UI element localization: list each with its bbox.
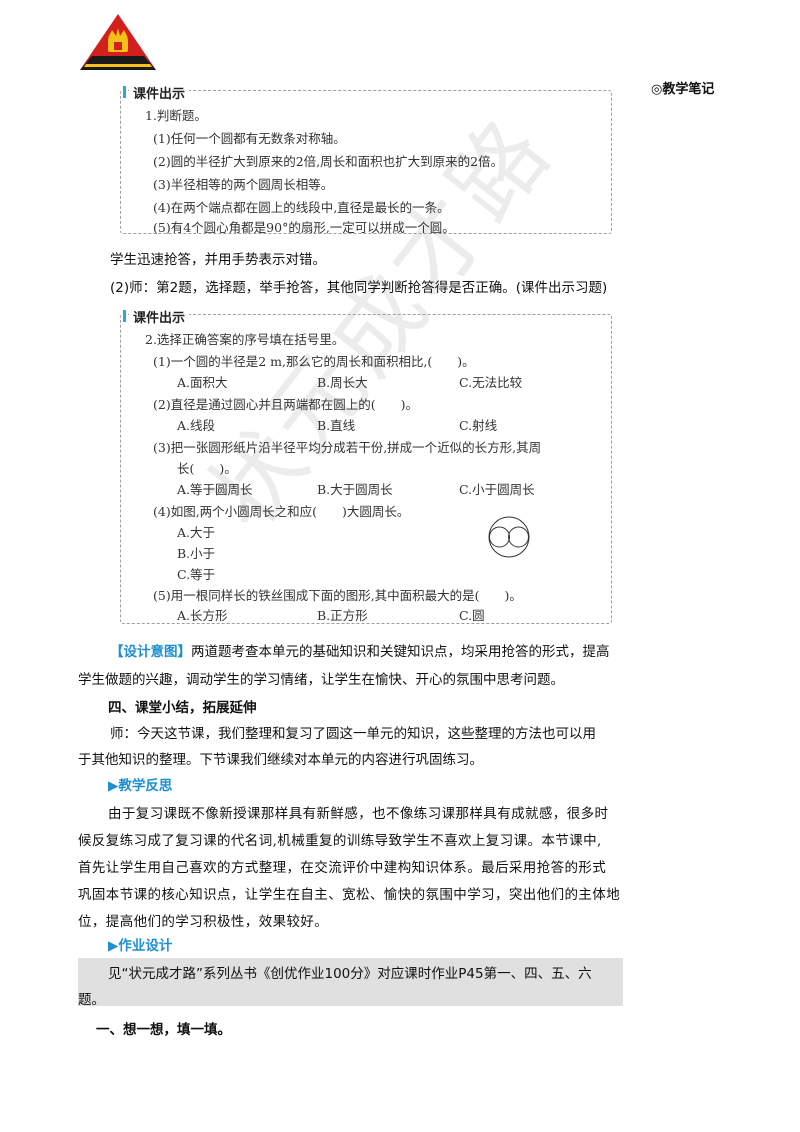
homework-text: 见“状元成才路”系列丛书《创优作业100分》对应课时作业P45第一、四、五、六 (108, 966, 592, 982)
question-item: (3)半径相等的两个圆周长相等。 (153, 177, 334, 192)
paragraph: (2)师：第2题，选择题，举手抢答，其他同学判断抢答得是否正确。(课件出示习题) (110, 280, 608, 296)
option: C.无法比较 (459, 375, 523, 390)
circles-figure (488, 516, 530, 558)
paragraph: 于其他知识的整理。下节课我们继续对本单元的内容进行巩固练习。 (78, 752, 483, 768)
reflection-line: 巩固本节课的核心知识点，让学生在自主、宽松、愉快的氛围中学习，突出他们的主体地 (78, 887, 621, 903)
courseware-tag: 课件出示 (122, 83, 190, 102)
option: A.长方形 (177, 608, 228, 623)
question-item: (5)用一根同样长的铁丝围成下面的图形,其中面积最大的是( )。 (153, 588, 522, 603)
question-item: (3)把一张圆形纸片沿半径平均分成若干份,拼成一个近似的长方形,其周 (153, 440, 542, 455)
option: B.正方形 (317, 608, 368, 623)
question-item: (1)任何一个圆都有无数条对称轴。 (153, 131, 346, 146)
question-item: (4)在两个端点都在圆上的线段中,直径是最长的一条。 (153, 200, 450, 215)
design-intent: 【设计意图】两道题考查本单元的基础知识和关键知识点，均采用抢答的形式，提高 (110, 640, 610, 660)
option: C.射线 (459, 418, 498, 433)
option: C.圆 (459, 608, 485, 623)
question-item: (2)圆的半径扩大到原来的2倍,周长和面积也扩大到原来的2倍。 (153, 154, 504, 169)
homework-highlight (78, 958, 623, 1006)
question-title: 2.选择正确答案的序号填在括号里。 (145, 332, 345, 347)
question-item: (2)直径是通过圆心并且两端都在圆上的( )。 (153, 397, 418, 412)
question-item: (5)有4个圆心角都是90°的扇形,一定可以拼成一个圆。 (153, 220, 455, 235)
exercise-heading: 一、想一想，填一填。 (96, 1022, 231, 1038)
option: A.面积大 (177, 375, 228, 390)
option: B.大于圆周长 (317, 482, 393, 497)
option: B.周长大 (317, 375, 368, 390)
courseware-box-2: 课件出示 2.选择正确答案的序号填在括号里。 (1)一个圆的半径是2 m,那么它… (120, 307, 612, 624)
homework-title: ▶作业设计 (108, 938, 173, 954)
paragraph: 学生做题的兴趣，调动学生的学习情绪，让学生在愉快、开心的氛围中思考问题。 (78, 672, 564, 688)
reflection-line: 位，提高他们的学习积极性，效果较好。 (78, 914, 329, 930)
paragraph: 学生迅速抢答，并用手势表示对错。 (110, 252, 326, 268)
teaching-notes-label: ◎教学笔记 (651, 82, 715, 97)
option: C.小于圆周长 (459, 482, 535, 497)
paragraph: 师：今天这节课，我们整理和复习了圆这一单元的知识，这些整理的方法也可以用 (110, 726, 596, 742)
design-intent-text: 两道题考查本单元的基础知识和关键知识点，均采用抢答的形式，提高 (191, 644, 610, 660)
option: C.等于 (177, 567, 216, 582)
reflection-line: 首先让学生用自己喜欢的方式整理，在交流评价中建构知识体系。最后采用抢答的形式 (78, 860, 607, 876)
question-item: (4)如图,两个小圆周长之和应( )大圆周长。 (153, 504, 410, 519)
option: A.线段 (177, 418, 216, 433)
option: A.大于 (177, 525, 216, 540)
courseware-tag: 课件出示 (122, 307, 190, 326)
reflection-line: 候反复练习成了复习课的代名词,机械重复的训练导致学生不喜欢上复习课。本节课中, (78, 833, 602, 849)
question-title: 1.判断题。 (145, 108, 207, 123)
design-intent-label: 【设计意图】 (110, 644, 191, 660)
homework-text: 题。 (78, 992, 105, 1008)
courseware-box-1: 课件出示 1.判断题。 (1)任何一个圆都有无数条对称轴。 (2)圆的半径扩大到… (120, 83, 612, 235)
reflection-title: ▶教学反思 (108, 778, 173, 794)
section-heading: 四、课堂小结，拓展延伸 (108, 700, 257, 716)
reflection-line: 由于复习课既不像新授课那样具有新鲜感，也不像练习课那样具有成就感，很多时 (108, 806, 609, 822)
option: B.直线 (317, 418, 356, 433)
publisher-logo (80, 14, 156, 70)
question-item: (1)一个圆的半径是2 m,那么它的周长和面积相比,( )。 (153, 354, 475, 369)
option: A.等于圆周长 (177, 482, 253, 497)
question-item: 长( )。 (177, 461, 237, 476)
option: B.小于 (177, 546, 216, 561)
